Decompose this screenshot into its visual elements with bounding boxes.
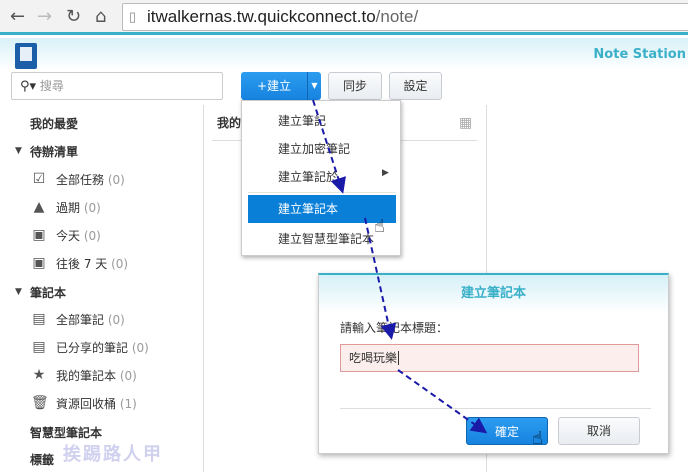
menu-item-create-notebook[interactable]: 建立筆記本	[248, 195, 396, 223]
sidebar-favorites[interactable]: 我的最愛	[30, 117, 79, 131]
sidebar-item-overdue[interactable]: 過期 (0)	[56, 201, 101, 215]
tasks-icon: ☑	[32, 171, 46, 187]
dialog-title: 建立筆記本	[319, 275, 668, 313]
sidebar-item-today[interactable]: 今天 (0)	[56, 229, 101, 243]
sidebar-notebooks[interactable]: 筆記本	[30, 286, 67, 300]
sidebar-todo[interactable]: 待辦清單	[30, 145, 79, 159]
input-value: 吃喝玩樂	[349, 351, 398, 365]
create-notebook-dialog: 建立筆記本 請輸入筆記本標題： 吃喝玩樂 確定 取消	[318, 273, 669, 454]
menu-item-create-smart-notebook[interactable]: 建立智慧型筆記本	[278, 232, 375, 246]
panel-title: 我的	[217, 116, 242, 130]
shared-notes-icon: ▤	[32, 339, 46, 355]
app-brand: Note Station	[593, 47, 686, 62]
submenu-arrow-icon: ▶	[382, 168, 389, 178]
browser-toolbar: ← → ↻ ⌂ ▯ itwalkernas.tw.quickconnect.to/…	[0, 0, 688, 35]
search-icon: ⚲▾	[20, 79, 37, 94]
url-path: /note/	[375, 7, 419, 26]
home-icon[interactable]: ⌂	[95, 6, 107, 27]
divider	[248, 192, 396, 193]
url-host: itwalkernas.tw.quickconnect.to	[147, 7, 376, 26]
calendar-week-icon: ▣	[32, 255, 46, 271]
search-placeholder: 搜尋	[39, 79, 64, 93]
grid-view-icon[interactable]: ▦	[459, 115, 473, 131]
page-icon: ▯	[129, 9, 137, 24]
search-input[interactable]: ⚲▾ 搜尋	[11, 72, 223, 100]
sidebar-item-shared-notes[interactable]: 已分享的筆記 (0)	[56, 341, 149, 355]
sync-button[interactable]: 同步	[328, 72, 382, 100]
star-notebook-icon: ★	[32, 367, 46, 383]
sidebar-tags[interactable]: 標籤	[30, 453, 55, 467]
address-bar[interactable]: ▯ itwalkernas.tw.quickconnect.to/note/	[122, 3, 688, 31]
menu-item-create-encrypted-note[interactable]: 建立加密筆記	[278, 142, 351, 156]
create-label: +建立	[256, 79, 292, 93]
watermark: 挨踢路人甲	[63, 444, 163, 465]
ok-button[interactable]: 確定	[466, 417, 548, 445]
reload-icon[interactable]: ↻	[66, 6, 82, 27]
chevron-down-icon[interactable]: ▼	[307, 72, 321, 100]
notebook-title-label: 請輸入筆記本標題：	[340, 321, 449, 335]
trash-icon: 🗑	[31, 395, 49, 411]
divider	[340, 408, 651, 409]
sidebar-item-my-notebooks[interactable]: 我的筆記本 (0)	[56, 369, 137, 383]
sidebar-item-next-7-days[interactable]: 往後 7 天 (0)	[56, 257, 129, 271]
note-station-logo-icon	[15, 43, 37, 69]
sidebar-smart-notebooks[interactable]: 智慧型筆記本	[30, 426, 103, 440]
notes-icon: ▤	[32, 311, 46, 327]
sidebar-item-trash[interactable]: 資源回收桶 (1)	[56, 397, 137, 411]
notebook-title-input[interactable]: 吃喝玩樂	[340, 344, 639, 372]
create-button[interactable]: +建立 ▼	[241, 72, 321, 100]
settings-button[interactable]: 設定	[389, 72, 442, 100]
sidebar-item-all-notes[interactable]: 全部筆記 (0)	[56, 313, 125, 327]
calendar-icon: ▣	[32, 227, 46, 243]
app-header	[0, 38, 688, 70]
back-icon[interactable]: ←	[10, 6, 26, 27]
collapse-icon[interactable]: ▼	[15, 146, 22, 156]
warning-icon: ▲	[33, 199, 45, 215]
sidebar-item-all-tasks[interactable]: 全部任務 (0)	[56, 173, 125, 187]
create-dropdown-menu: 建立筆記 建立加密筆記 建立筆記於 ▶ 建立筆記本 建立智慧型筆記本	[241, 100, 401, 256]
forward-icon[interactable]: →	[37, 6, 53, 27]
collapse-icon[interactable]: ▼	[15, 287, 22, 297]
menu-item-create-note-in[interactable]: 建立筆記於	[278, 170, 339, 184]
cancel-button[interactable]: 取消	[558, 417, 640, 445]
menu-item-create-note[interactable]: 建立筆記	[278, 114, 327, 128]
